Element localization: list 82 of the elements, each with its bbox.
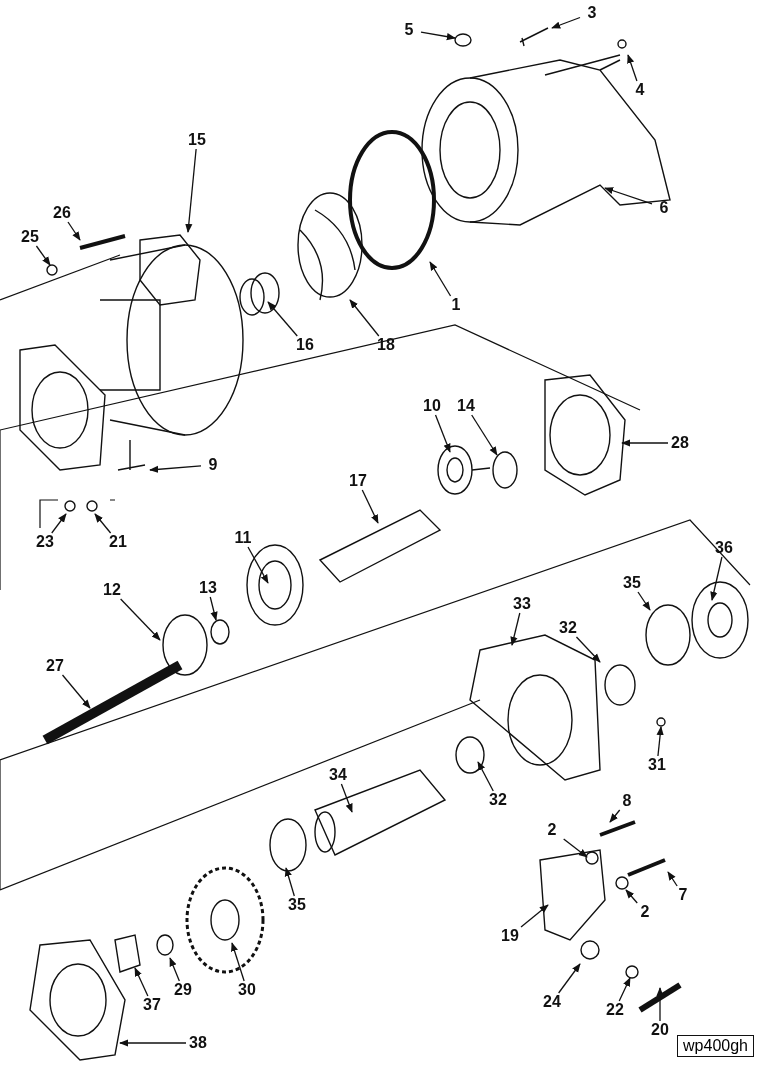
callout-number: 23 [33,533,57,551]
callout-number: 6 [652,199,676,217]
callout-number: 22 [603,1001,627,1019]
callout-number: 20 [648,1021,672,1039]
callout-number: 32 [486,791,510,809]
leader-line [361,489,379,524]
callout-number: 17 [346,472,370,490]
callout-number: 4 [628,81,652,99]
leader-line [520,904,549,928]
leader-line [563,838,588,858]
leader-line [169,957,180,982]
leader-line [575,636,601,663]
callout-number: 37 [140,996,164,1014]
leader-line [267,301,298,337]
callout-number: 2 [540,821,564,839]
leader-line [710,556,723,601]
callout-number: 35 [285,896,309,914]
leader-line [67,221,81,241]
callout-number: 28 [668,434,692,452]
callout-number: 26 [50,204,74,222]
leader-line [510,612,521,646]
callout-number: 33 [510,595,534,613]
leader-line [429,261,452,297]
figure-id-label: wp400gh [677,1035,754,1057]
callout-number: 34 [326,766,350,784]
leader-line [621,439,669,447]
leader-line [471,414,498,456]
callout-number: 11 [231,529,255,547]
callout-number: 7 [671,886,695,904]
callout-number: 19 [498,927,522,945]
callout-number: 29 [171,981,195,999]
leader-line [477,761,494,792]
leader-line [420,31,456,41]
leader-line [119,1039,187,1047]
leader-line [51,513,67,534]
leader-line [434,414,451,453]
callout-number: 24 [540,993,564,1011]
leader-line [637,591,651,611]
callout-number: 3 [580,4,604,22]
leader-line [61,674,91,709]
leader-line [604,187,653,205]
leader-line [627,54,638,82]
leader-line [247,546,269,584]
callout-number: 12 [100,581,124,599]
leader-line [618,977,631,1002]
leader-line [185,148,197,233]
callout-number: 9 [201,456,225,474]
leader-line [94,513,112,534]
callout-number: 21 [106,533,130,551]
leader-line [625,889,638,904]
callout-number: 13 [196,579,220,597]
callout-number: 35 [620,574,644,592]
leader-line [349,299,380,337]
callout-number: 10 [420,397,444,415]
leader-line [551,16,581,29]
callout-number: 18 [374,336,398,354]
callout-number: 1 [444,296,468,314]
callout-number: 15 [185,131,209,149]
callout-number: 2 [633,903,657,921]
leader-line [656,987,664,1022]
callout-number: 30 [235,981,259,999]
callout-number: 27 [43,657,67,675]
leader-line [284,867,295,897]
callout-number: 25 [18,228,42,246]
callout-number: 31 [645,756,669,774]
leader-line [558,963,581,994]
callout-number: 32 [556,619,580,637]
callout-number: 36 [712,539,736,557]
leader-line [656,726,664,757]
leader-line [340,783,353,813]
leader-line [120,598,161,641]
callout-number: 14 [454,397,478,415]
callout-number: 16 [293,336,317,354]
leader-line [35,245,51,266]
callout-number: 38 [186,1034,210,1052]
leader-line [209,596,218,621]
leader-line [609,809,621,823]
leader-line [134,967,149,997]
leader-line [667,871,678,887]
leader-line [149,465,202,473]
callout-number: 5 [397,21,421,39]
callout-number: 8 [615,792,639,810]
